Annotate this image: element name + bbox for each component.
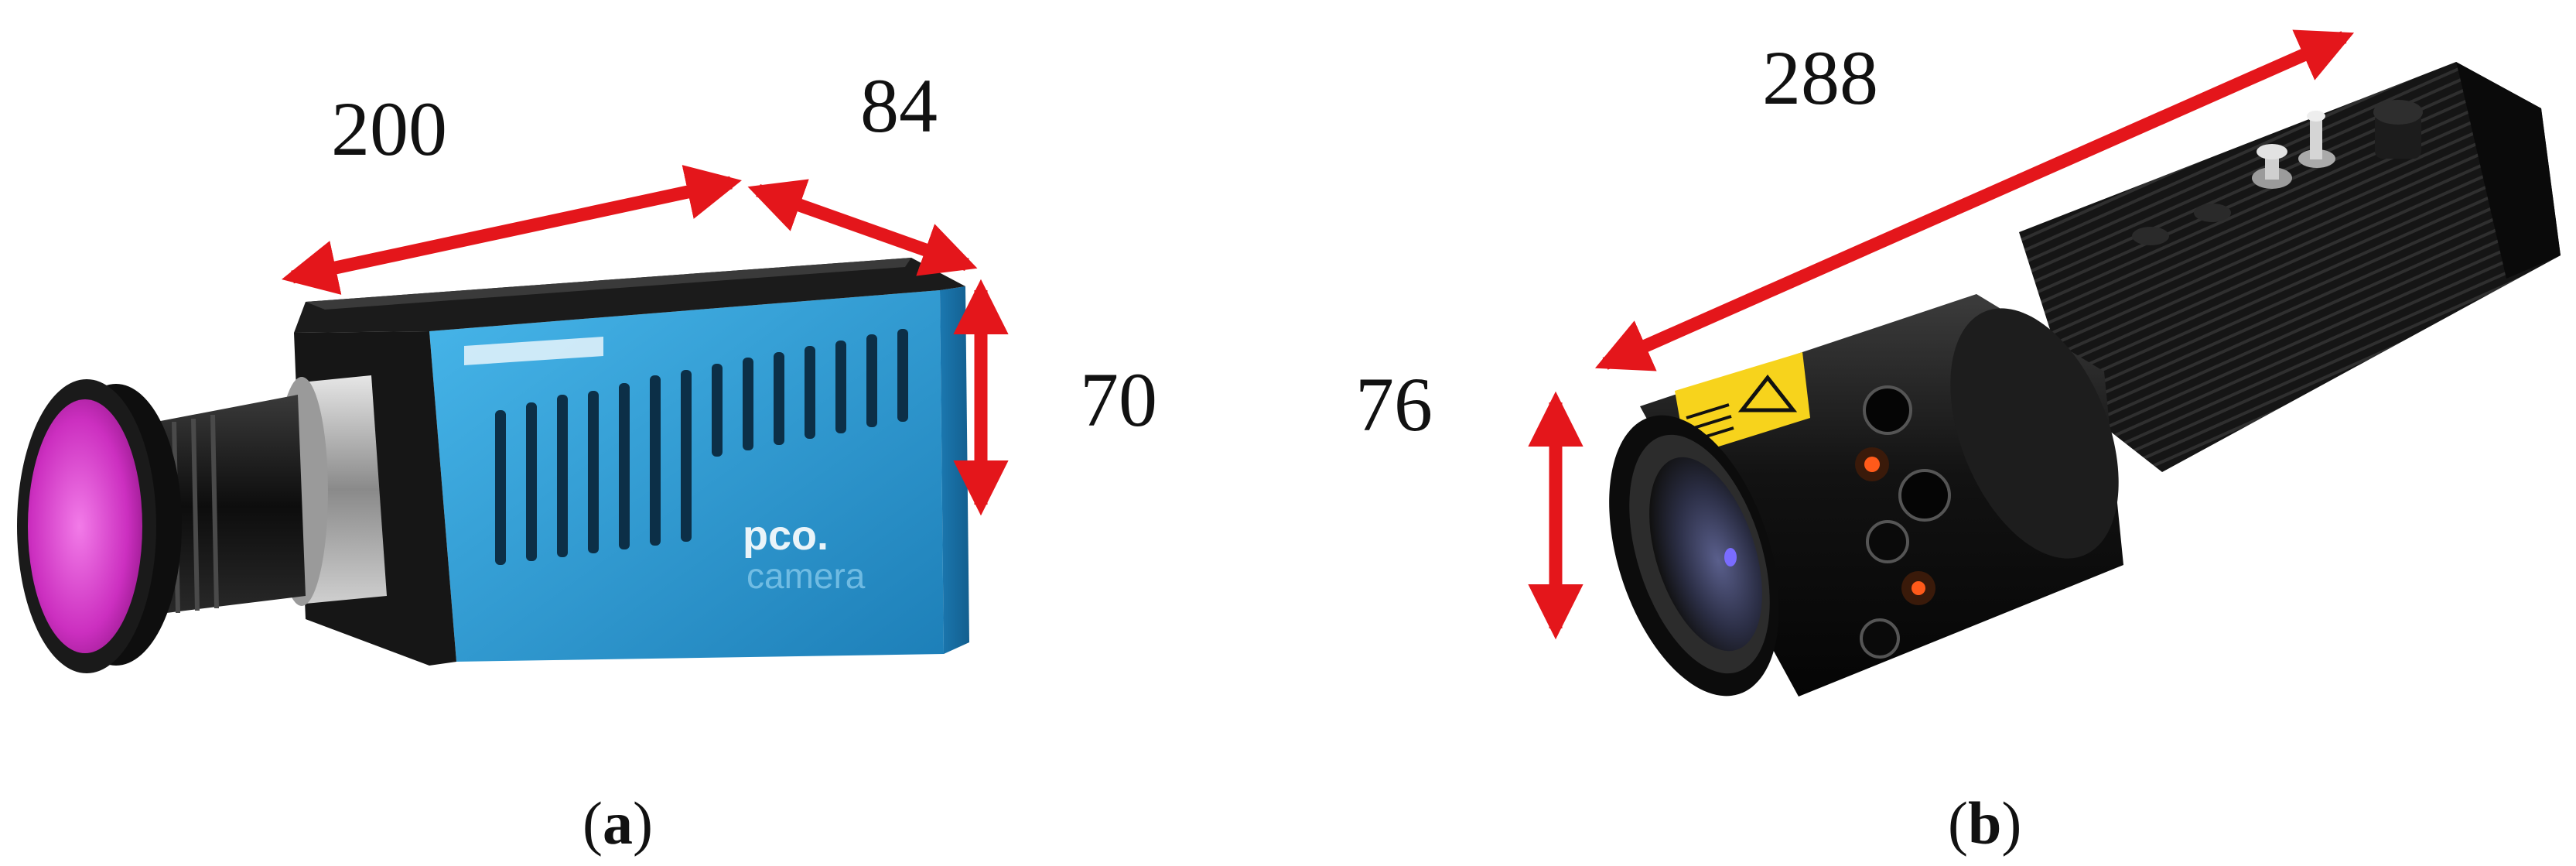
dimension-arrows-b (1528, 29, 2355, 640)
dimension-arrows-a (282, 165, 1009, 516)
width-label-a: 84 (860, 63, 938, 149)
camera-photo: pco. camera (17, 258, 969, 673)
length-label-a: 200 (331, 86, 447, 172)
diameter-label-b: 76 (1355, 361, 1433, 447)
length-arrow-b (1594, 29, 2355, 371)
camera-top-plate (294, 258, 965, 333)
camera-body-end (940, 286, 969, 654)
length-label-b: 288 (1762, 35, 1878, 121)
width-arrow (747, 179, 978, 276)
height-label-a: 70 (1080, 357, 1157, 443)
length-arrow (282, 165, 742, 295)
caption-b: (b) (1948, 789, 2021, 857)
caption-a: (a) (583, 789, 653, 857)
magenta-filter (28, 399, 142, 653)
filter-ring (17, 379, 156, 673)
vent-holes (1855, 385, 1951, 659)
laser-hazard-icon (1737, 374, 1798, 412)
brand-logo: pco. (743, 512, 828, 559)
camera-vents (495, 329, 908, 565)
brand-logo-sub: camera (746, 556, 866, 596)
laser-warning-label (1675, 352, 1810, 457)
laser-lens (1649, 457, 1762, 652)
